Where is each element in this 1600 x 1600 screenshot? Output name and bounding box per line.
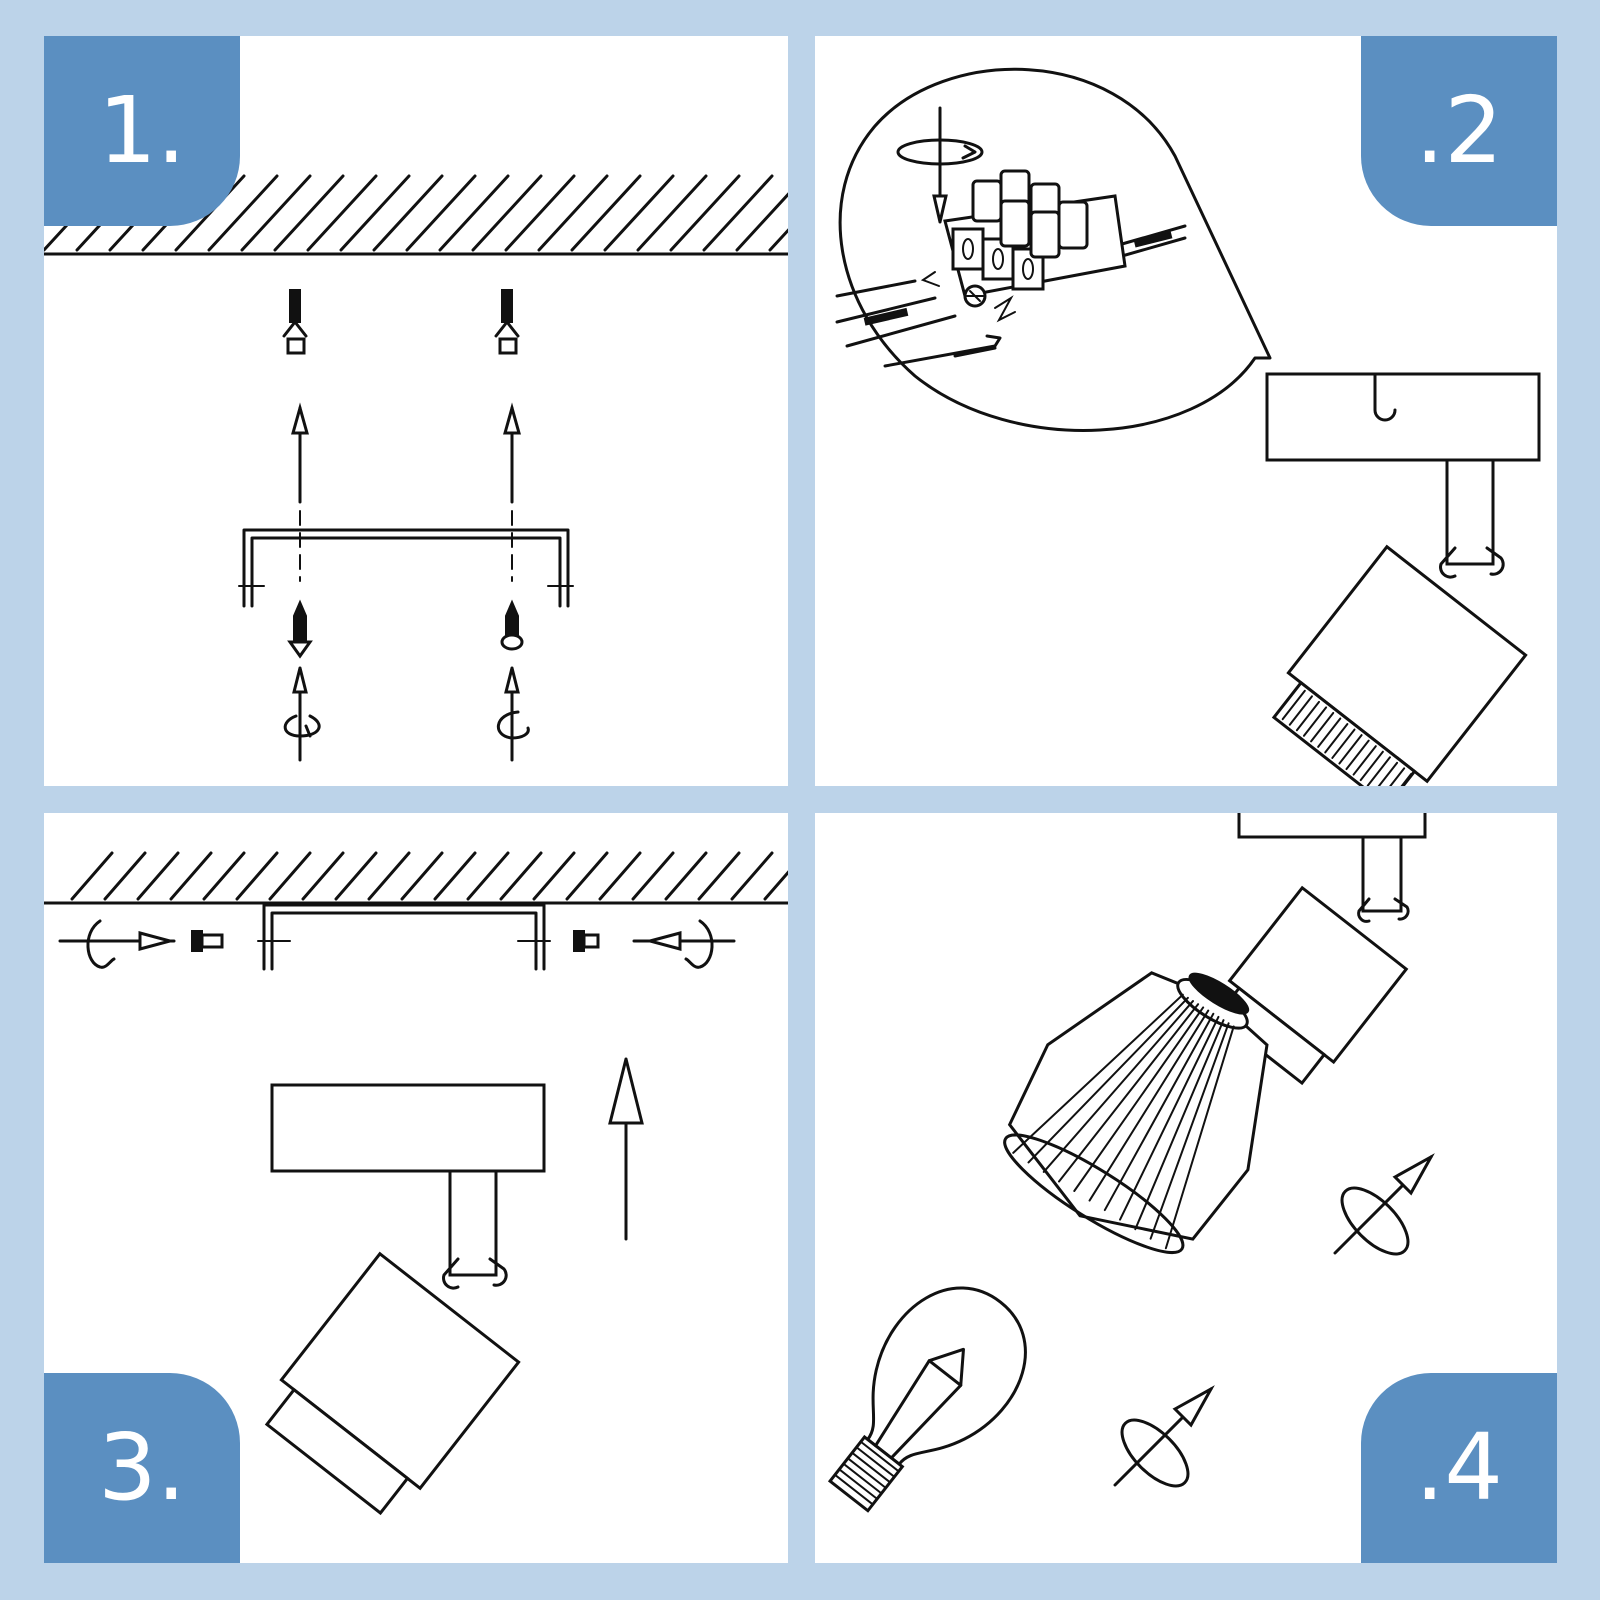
spotlight-head bbox=[1271, 544, 1528, 786]
wall-plug-right bbox=[494, 289, 520, 355]
screw-fix-left-icon bbox=[58, 919, 224, 969]
spotlight-stem bbox=[442, 1169, 508, 1290]
mounting-bracket bbox=[257, 903, 551, 971]
earth-symbol-icon bbox=[920, 271, 1016, 323]
arrow-up-icon bbox=[608, 1057, 644, 1241]
screw-left bbox=[287, 599, 313, 659]
light-bulb bbox=[827, 1286, 1027, 1513]
step-1-badge: 1. bbox=[44, 36, 240, 226]
step-3-panel: 3. bbox=[44, 813, 788, 1563]
screw-fix-right-icon bbox=[573, 919, 736, 969]
ceiling-hatch bbox=[44, 174, 788, 256]
step-3-badge: 3. bbox=[44, 1373, 240, 1563]
step-3-diagram bbox=[44, 851, 788, 1516]
arrow-up-left bbox=[291, 402, 309, 504]
arrow-up-right bbox=[503, 402, 521, 504]
canopy bbox=[1237, 813, 1427, 839]
mounting-bracket bbox=[238, 510, 574, 608]
canopy bbox=[1265, 372, 1541, 462]
wall-plug-left bbox=[282, 289, 308, 355]
step-1-panel: 1. bbox=[44, 36, 788, 786]
screwdriver-rotate-left-icon bbox=[283, 666, 321, 762]
rotate-install-icon-upper bbox=[1333, 1153, 1435, 1256]
cage-shade bbox=[1003, 971, 1269, 1255]
step-4-badge: .4 bbox=[1361, 1373, 1557, 1563]
rotate-screw-icon bbox=[896, 106, 984, 224]
terminal-block bbox=[943, 169, 1127, 298]
wires bbox=[835, 224, 1187, 348]
wiring-detail-bubble bbox=[838, 67, 1272, 432]
screw-right bbox=[500, 599, 524, 651]
step-2-diagram bbox=[835, 67, 1541, 786]
screwdriver-rotate-right-icon bbox=[496, 666, 530, 762]
ceiling-hatch bbox=[44, 851, 788, 905]
rotate-install-icon-lower bbox=[1113, 1385, 1215, 1488]
step-1-diagram bbox=[44, 174, 788, 762]
push-arrow-icon bbox=[883, 334, 1002, 368]
step-2-badge: .2 bbox=[1361, 36, 1557, 226]
spotlight-head bbox=[264, 1251, 521, 1516]
step-4-diagram bbox=[827, 813, 1435, 1513]
step-4-panel: .4 bbox=[815, 813, 1557, 1563]
canopy bbox=[270, 1083, 546, 1173]
spotlight-stem bbox=[1439, 458, 1505, 579]
step-2-panel: .2 bbox=[815, 36, 1557, 786]
spotlight-stem bbox=[1357, 835, 1410, 923]
